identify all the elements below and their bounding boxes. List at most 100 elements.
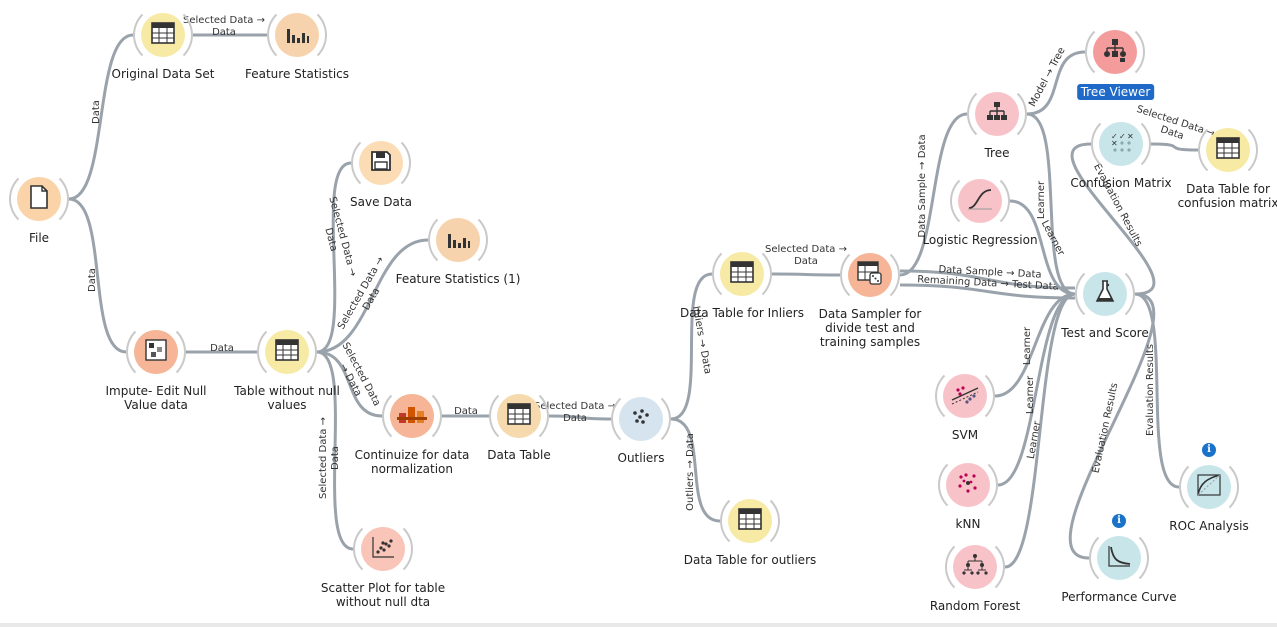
widget-icon-disc[interactable] <box>1083 272 1127 316</box>
link-tablenn-continuize[interactable] <box>316 350 383 418</box>
widget-title[interactable]: Save Data <box>350 195 412 209</box>
output-channel-arc[interactable] <box>945 537 1005 597</box>
output-channel-arc[interactable] <box>428 210 488 270</box>
link-sampler-testscore-2[interactable] <box>899 283 1076 300</box>
output-channel-arc[interactable] <box>935 366 995 426</box>
widget-title[interactable]: Continuize for data normalization <box>354 448 470 476</box>
widget-title[interactable]: SVM <box>951 428 979 442</box>
output-channel-arc[interactable] <box>1198 120 1258 180</box>
output-channel-arc[interactable] <box>489 386 549 446</box>
widget-sampler[interactable]: Data Sampler for divide test and trainin… <box>819 245 921 349</box>
info-icon[interactable]: i <box>1202 443 1216 457</box>
link-dtinliers-sampler[interactable] <box>771 272 841 277</box>
link-sampler-tree[interactable] <box>899 112 968 277</box>
widget-icon-disc[interactable] <box>17 177 61 221</box>
output-channel-arc[interactable] <box>133 5 193 65</box>
widget-icon-disc[interactable] <box>134 330 178 374</box>
link-outliers-dtoutliers[interactable] <box>670 417 721 523</box>
widget-title[interactable]: ROC Analysis <box>1169 519 1249 533</box>
widget-title[interactable]: Random Forest <box>929 599 1021 613</box>
widget-icon-disc[interactable] <box>958 179 1002 223</box>
widget-title[interactable]: Feature Statistics <box>244 67 349 81</box>
link-svm-testscore[interactable] <box>994 292 1076 398</box>
widget-title[interactable]: Logistic Regression <box>922 233 1038 247</box>
widget-icon-disc[interactable] <box>975 92 1019 136</box>
widget-confusion[interactable]: ✓✓✕✕Confusion Matrix <box>1070 114 1172 190</box>
link-tree-treeviewer[interactable] <box>1026 50 1086 116</box>
widget-icon-disc[interactable] <box>619 397 663 441</box>
output-channel-arc[interactable] <box>257 322 317 382</box>
widget-title[interactable]: Data Table <box>487 448 551 462</box>
widget-icon-disc[interactable] <box>436 218 480 262</box>
widget-icon-disc[interactable] <box>359 141 403 185</box>
link-testscore-perf[interactable] <box>1068 292 1156 560</box>
widget-title[interactable]: Feature Statistics (1) <box>395 272 521 286</box>
widget-title[interactable]: Tree <box>984 146 1010 160</box>
output-channel-arc[interactable] <box>1075 264 1135 324</box>
link-tablenn-featstats1[interactable] <box>316 238 429 354</box>
widget-save[interactable]: Save Data <box>350 133 412 209</box>
widget-title[interactable]: Tree Viewer <box>1076 84 1155 100</box>
output-channel-arc[interactable] <box>967 84 1027 144</box>
link-file-impute[interactable] <box>68 197 127 354</box>
widget-svm[interactable]: SVM <box>935 366 995 442</box>
output-channel-arc[interactable] <box>1085 22 1145 82</box>
link-testscore-roc[interactable] <box>1134 292 1180 489</box>
output-channel-arc[interactable] <box>382 386 442 446</box>
widget-title[interactable]: Data Table for outliers <box>683 553 817 567</box>
widget-rf[interactable]: Random Forest <box>930 537 1020 613</box>
widget-title[interactable]: Impute- Edit Null Value data <box>105 384 207 412</box>
widget-title[interactable]: Data Table for confusion matrix <box>1177 182 1277 210</box>
link-tablenn-save[interactable] <box>316 161 352 354</box>
output-channel-arc[interactable] <box>712 244 772 304</box>
link-sampler-testscore-1[interactable] <box>899 269 1076 290</box>
widget-icon-disc[interactable] <box>1097 536 1141 580</box>
widget-datatable[interactable]: Data Table <box>487 386 551 462</box>
widget-dtinliers[interactable]: Data Table for Inliers <box>680 244 804 320</box>
widget-icon-disc[interactable] <box>1093 30 1137 74</box>
widget-icon-disc[interactable] <box>497 394 541 438</box>
widget-tablenn[interactable]: Table without null values <box>234 322 340 412</box>
widget-title[interactable]: Test and Score <box>1061 326 1149 340</box>
widget-icon-disc[interactable] <box>943 374 987 418</box>
output-channel-arc[interactable] <box>267 5 327 65</box>
output-channel-arc[interactable] <box>840 245 900 305</box>
link-datatable-outliers[interactable] <box>548 414 612 421</box>
link-logreg-testscore[interactable] <box>1009 199 1076 296</box>
widget-scatter[interactable]: Scatter Plot for table without null dta <box>321 519 445 609</box>
widget-treeviewer[interactable]: Tree Viewer <box>1076 22 1155 100</box>
widget-icon-disc[interactable] <box>848 253 892 297</box>
widget-title[interactable]: Data Sampler for divide test and trainin… <box>818 307 922 349</box>
output-channel-arc[interactable] <box>9 169 69 229</box>
widget-icon-disc[interactable] <box>141 13 185 57</box>
widget-continuize[interactable]: Continuize for data normalization <box>355 386 469 476</box>
widget-title[interactable]: Outliers <box>617 451 665 465</box>
output-channel-arc[interactable] <box>611 389 671 449</box>
link-outliers-dtinliers[interactable] <box>670 272 713 421</box>
widget-knn[interactable]: kNN <box>938 455 998 531</box>
link-file-original[interactable] <box>68 33 134 201</box>
widget-featstats[interactable]: Feature Statistics <box>245 5 349 81</box>
widget-file[interactable]: File <box>9 169 69 245</box>
widget-icon-disc[interactable] <box>390 394 434 438</box>
widget-title[interactable]: Scatter Plot for table without null dta <box>320 581 446 609</box>
link-confusion-dtconfusion[interactable] <box>1150 142 1199 152</box>
widget-dtconfusion[interactable]: Data Table for confusion matrix <box>1178 120 1277 210</box>
output-channel-arc[interactable] <box>351 133 411 193</box>
widget-icon-disc[interactable] <box>1187 465 1231 509</box>
widget-icon-disc[interactable] <box>946 463 990 507</box>
widget-icon-disc[interactable] <box>361 527 405 571</box>
widget-title[interactable]: Table without null values <box>234 384 340 412</box>
widget-impute[interactable]: Impute- Edit Null Value data <box>106 322 207 412</box>
output-channel-arc[interactable] <box>1089 528 1149 588</box>
widget-title[interactable]: Performance Curve <box>1061 590 1177 604</box>
link-tree-testscore[interactable] <box>1026 112 1076 296</box>
info-icon[interactable]: i <box>1112 514 1126 528</box>
output-channel-arc[interactable] <box>720 491 780 551</box>
link-knn-testscore[interactable] <box>997 292 1076 487</box>
widget-icon-disc[interactable] <box>1206 128 1250 172</box>
widget-title[interactable]: Original Data Set <box>111 67 215 81</box>
